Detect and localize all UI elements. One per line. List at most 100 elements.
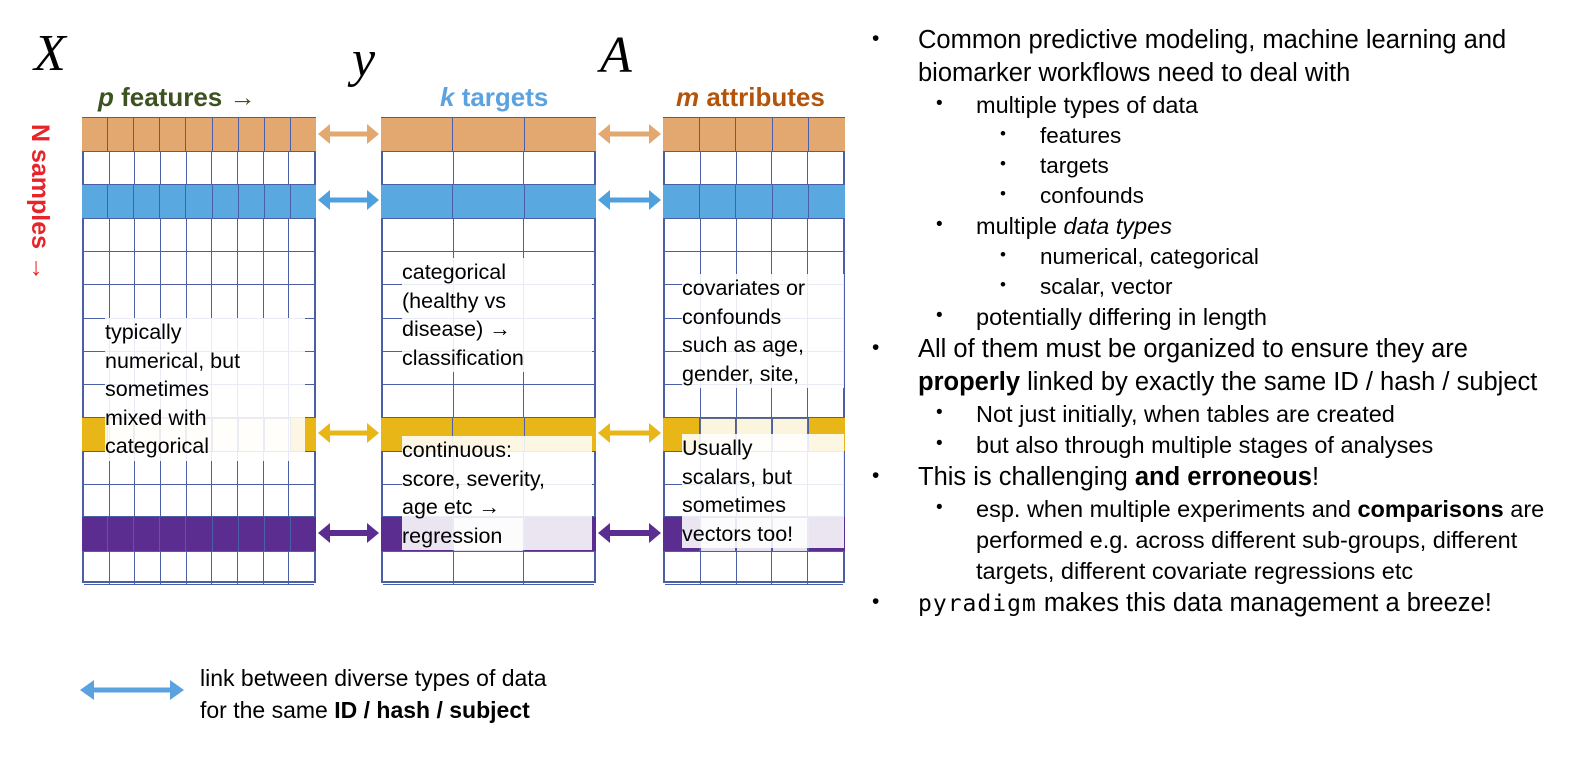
pyradigm-name: pyradigm [918, 591, 1037, 618]
band-cell [82, 184, 109, 218]
y-ann1-line-3: disease) → [402, 317, 511, 342]
x-ann-line-1: typically [105, 320, 182, 344]
matrix-cell [383, 551, 454, 585]
orange-band [663, 117, 845, 153]
band-cell [186, 118, 213, 152]
matrix-cell [289, 552, 315, 585]
matrix-row [383, 218, 595, 253]
matrix-cell [212, 152, 239, 186]
matrix-row [383, 551, 595, 585]
y-annotation-text-2: continuous: score, severity, age etc → r… [402, 436, 592, 551]
matrix-cell [453, 385, 525, 419]
bullet-text: This is challenging and erroneous! [918, 461, 1572, 494]
bullet-item: • multiple types of data [936, 90, 1572, 121]
band-cell [290, 184, 316, 218]
bullet-text-pre: All of them must be organized to ensure … [918, 334, 1468, 363]
band-cell [736, 184, 773, 218]
bullet-glyph-icon: • [936, 214, 943, 236]
bullet-text: but also through multiple stages of anal… [976, 432, 1434, 459]
matrix-cell [109, 218, 136, 253]
band-cell [82, 118, 109, 152]
band-cell [238, 184, 265, 218]
bullet-item: • Common predictive modeling, machine le… [872, 24, 1572, 90]
band-cell [108, 118, 135, 152]
matrix-cell [263, 218, 290, 253]
matrix-cell [736, 218, 773, 253]
matrix-cell [238, 551, 264, 585]
matrix-row [665, 385, 843, 419]
matrix-cell [84, 152, 110, 186]
matrix-row [665, 152, 843, 186]
matrix-row [84, 485, 315, 519]
matrix-row [84, 551, 315, 585]
matrix-cell [186, 551, 213, 585]
band-cell [290, 517, 316, 551]
bullet-text: numerical, categorical [1040, 244, 1259, 270]
a-columns-label: m attributes [676, 84, 825, 110]
band-cell [809, 184, 845, 218]
matrix-cell [109, 252, 136, 286]
band-cell [809, 118, 845, 152]
band-cell [736, 118, 773, 152]
matrix-cell [524, 219, 595, 253]
matrix-cell [186, 152, 213, 186]
bullet-list: • Common predictive modeling, machine le… [872, 24, 1572, 621]
x-rows-label: N samples → [26, 124, 54, 282]
a-ann2-line-3: sometimes [682, 493, 786, 518]
matrix-letter-y: y [352, 31, 376, 88]
bullet-glyph-icon: • [936, 433, 943, 455]
matrix-cell [109, 152, 136, 186]
bullet-text-pre: This is challenging [918, 463, 1135, 492]
bullet-text-em: data types [1063, 213, 1172, 240]
band-cell [212, 118, 239, 152]
y-ann2-line-2: score, severity, [402, 466, 545, 491]
bullet-item: • esp. when multiple experiments and com… [936, 494, 1572, 587]
y-ann2-line-1: continuous: [402, 438, 512, 462]
a-ann2-line-2: scalars, but [682, 464, 792, 489]
matrix-cell [238, 218, 264, 253]
matrix-row [383, 385, 595, 419]
y-annotation-text-1: categorical (healthy vs disease) → class… [402, 258, 592, 373]
bullet-glyph-icon: • [1000, 275, 1006, 294]
matrix-cell [135, 218, 162, 253]
legend-caption: link between diverse types of data for t… [200, 663, 546, 726]
matrix-cell [808, 219, 843, 253]
matrix-cell [289, 219, 315, 253]
band-cell [699, 184, 737, 218]
band-cell [290, 118, 316, 152]
band-cell [264, 517, 291, 551]
matrix-letter-x: X [34, 25, 66, 82]
matrix-cell [186, 218, 213, 253]
matrix-cell [289, 285, 315, 319]
bullet-glyph-icon: • [872, 27, 880, 50]
bullet-text: confounds [1040, 183, 1144, 209]
matrix-cell [212, 218, 239, 253]
matrix-cell [665, 152, 701, 186]
matrix-cell [84, 218, 110, 253]
bullet-glyph-icon: • [872, 464, 880, 488]
bullet-text-post: ! [1312, 463, 1320, 492]
matrix-cell [263, 152, 290, 186]
y-ann1-line-2: (healthy vs [402, 288, 506, 313]
matrix-cell [186, 485, 213, 519]
x-columns-label: p features → [98, 84, 256, 110]
bullet-item: • but also through multiple stages of an… [936, 430, 1572, 461]
y-ann2-line-3: age etc → [402, 495, 500, 520]
matrix-cell [109, 451, 136, 486]
band-cell [134, 517, 161, 551]
a-ann1-line-1: covariates or [682, 276, 806, 300]
matrix-cell [161, 451, 187, 486]
matrix-cell [263, 485, 290, 519]
matrix-cell [772, 218, 809, 253]
matrix-cell [84, 285, 110, 319]
x-ann-line-3: sometimes [105, 377, 209, 402]
matrix-cell [700, 152, 737, 186]
matrix-cell [161, 252, 187, 286]
legend-line2-pre: for the same [200, 696, 335, 723]
band-cell [772, 118, 810, 152]
matrix-cell [772, 551, 809, 585]
bullet-item: • multiple data types [936, 211, 1572, 242]
matrix-cell [212, 451, 239, 486]
matrix-cell [161, 551, 187, 585]
matrix-cell [135, 551, 162, 585]
